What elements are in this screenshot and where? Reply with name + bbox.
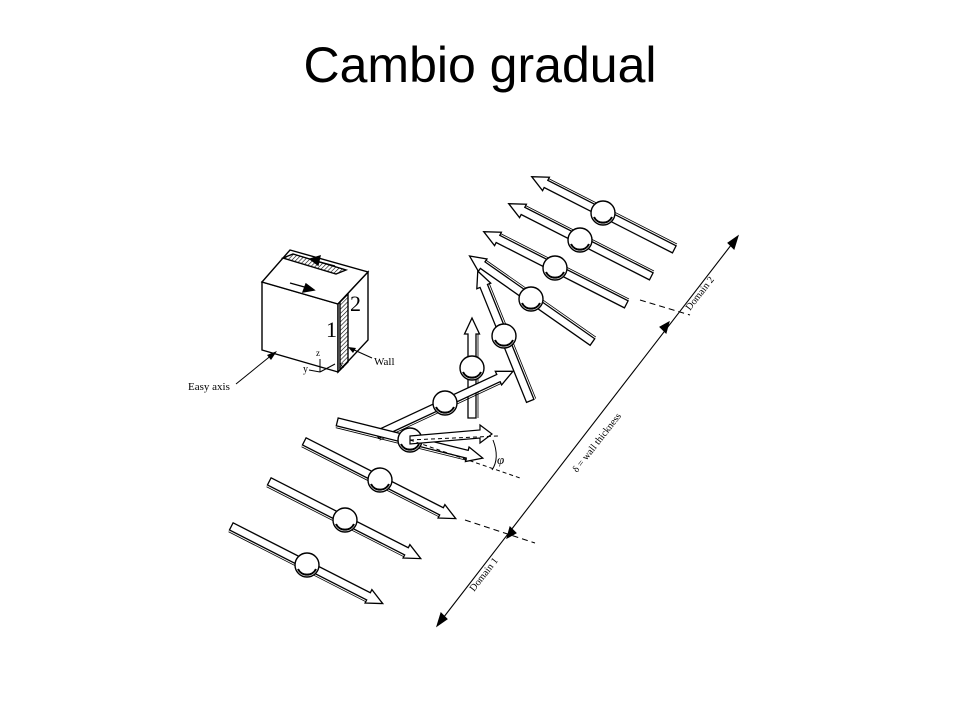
- spin-ball-shading: [521, 302, 541, 310]
- spin-ball: [459, 355, 485, 381]
- spin-ball: [542, 255, 568, 281]
- spin-ball: [432, 390, 458, 416]
- wall-hatch-top: [280, 253, 349, 275]
- axis-y-label: y: [303, 364, 308, 375]
- wall-label: Wall: [374, 356, 395, 368]
- cube-label-1: 1: [326, 317, 337, 342]
- spin-ball: [567, 227, 593, 253]
- phi-angle-marker: [409, 435, 521, 479]
- spin-ball-shading: [370, 483, 390, 491]
- axis-x-label: x: [339, 360, 344, 371]
- spin-arrow-group: [228, 175, 678, 605]
- cube-label-2: 2: [350, 291, 361, 316]
- spin-ball-shading: [400, 443, 420, 451]
- crystal-cube: [260, 249, 370, 374]
- easy-axis-pointer: [235, 351, 277, 385]
- spin-ball-shading: [593, 216, 613, 224]
- easy-axis-label: Easy axis: [188, 381, 230, 393]
- slide-title: Cambio gradual: [303, 37, 657, 93]
- wall-hatch-side: [339, 292, 349, 372]
- spin-ball-shading: [462, 371, 482, 379]
- spin-ball: [332, 507, 358, 533]
- wall-thickness-dimension: [436, 234, 739, 628]
- phi-label: φ: [497, 452, 504, 467]
- spin-ball-shading: [297, 568, 317, 576]
- spin-ball-shading: [545, 271, 565, 279]
- spin-ball: [367, 467, 393, 493]
- spin-ball-shading: [494, 339, 514, 347]
- spin-ball: [590, 200, 616, 226]
- spin-ball-shading: [435, 406, 455, 414]
- domain-1-label: Domain 1: [468, 556, 501, 594]
- cube-arrow-left: [308, 254, 336, 267]
- spin-ball: [518, 286, 544, 312]
- reference-arrow: [409, 423, 493, 445]
- cube-arrow-right: [289, 282, 316, 293]
- spin-ball-shading: [570, 243, 590, 251]
- axis-tick-lines: [308, 359, 336, 373]
- spin-ball-shading: [335, 523, 355, 531]
- domain-2-label: Domain 2: [684, 275, 717, 313]
- wall-pointer: [348, 347, 373, 359]
- spin-ball: [491, 323, 517, 349]
- spin-ball: [294, 552, 320, 578]
- axis-z-label: z: [316, 348, 320, 358]
